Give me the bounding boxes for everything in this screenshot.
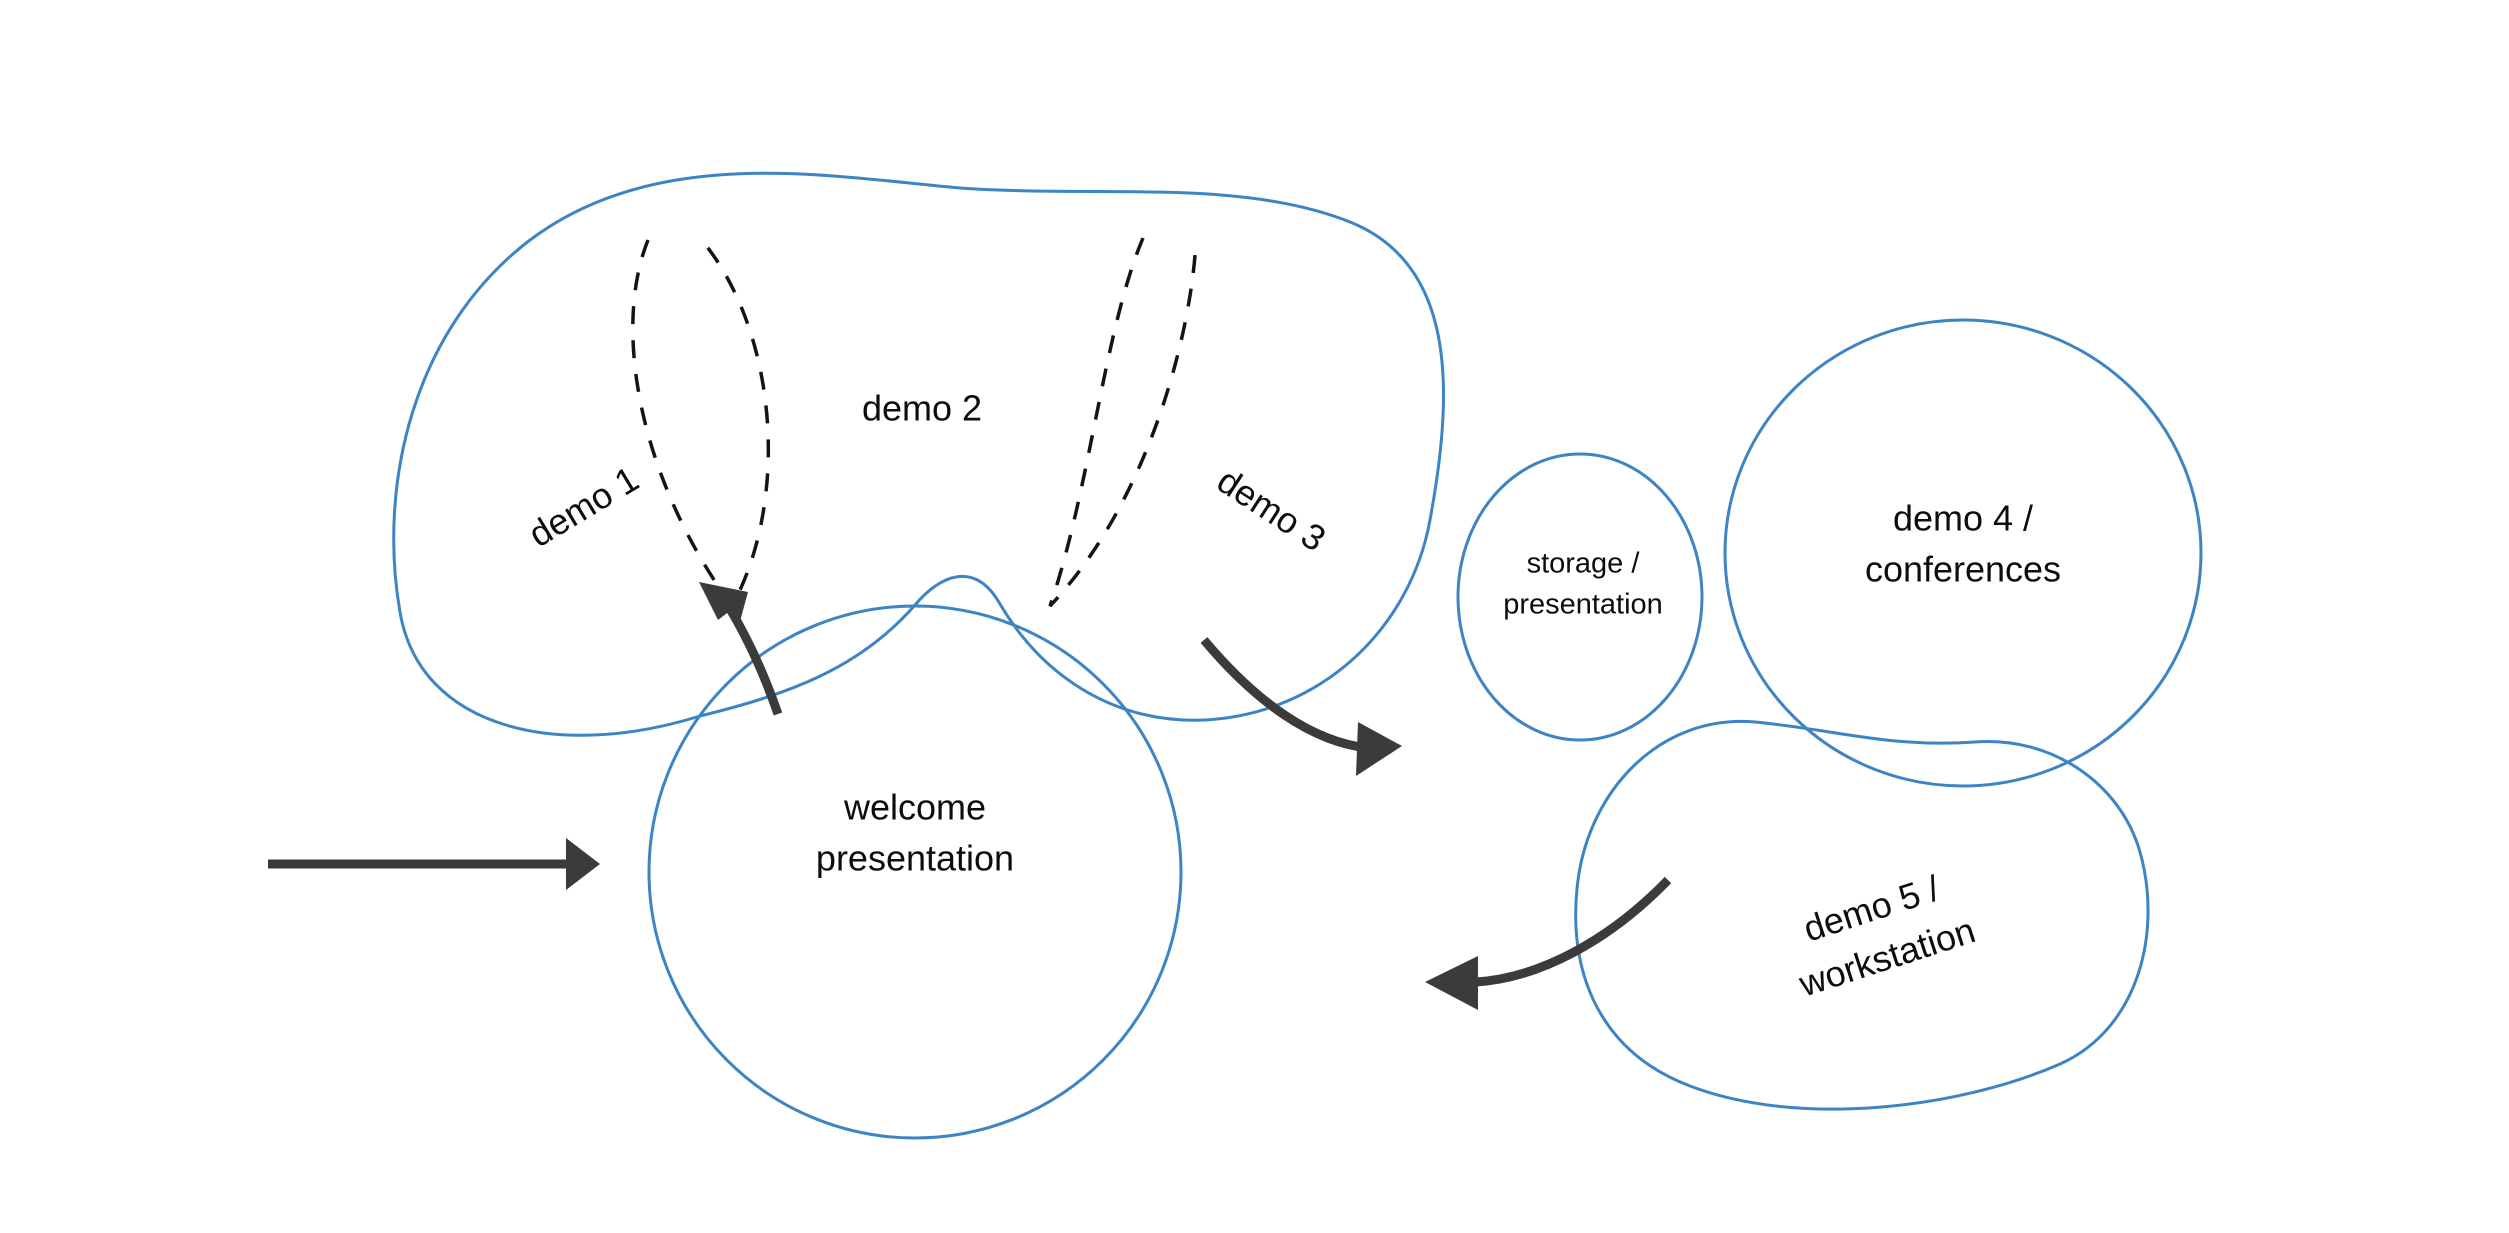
zone-label-demo3: demo 3	[1210, 460, 1333, 560]
zone-label-storage-line1: storage /	[1527, 548, 1641, 580]
welcome-to-demo1-arrow	[699, 582, 783, 716]
zone-label-demo4-conferences: demo 4 / conferences	[1865, 498, 2061, 590]
zone-outline-demo5-workstation[interactable]	[1574, 719, 2150, 1111]
zone-label-demo4-line2: conferences	[1865, 549, 2061, 590]
divider-demo2-demo3	[1048, 237, 1198, 608]
zone-label-welcome-presentation: welcome presentation	[816, 787, 1014, 879]
entry-arrow	[268, 838, 600, 890]
zone-outline-demo-cluster[interactable]	[392, 171, 1445, 737]
zone-label-welcome-line2: presentation	[816, 838, 1014, 879]
zone-outline-welcome-presentation[interactable]	[647, 604, 1183, 1140]
zone-label-demo1: demo 1	[521, 458, 645, 555]
zone-label-demo2: demo 2	[862, 388, 982, 429]
demo5-exit-arrow	[1425, 876, 1672, 1010]
zone-outline-demo4-conferences[interactable]	[1723, 318, 2203, 788]
zone-label-storage-line2: presentation	[1503, 589, 1663, 621]
zone-outline-storage-presentation[interactable]	[1456, 452, 1704, 742]
zone-label-demo4-line1: demo 4 /	[1893, 498, 2033, 539]
zone-label-storage-presentation: storage / presentation	[1503, 548, 1663, 621]
zone-label-welcome-line1: welcome	[843, 787, 986, 828]
divider-demo1-demo2	[631, 236, 771, 610]
demo3-to-storage-arrow	[1200, 637, 1402, 776]
zone-label-demo5-workstation: demo 5 / workstation	[1793, 867, 1980, 1005]
